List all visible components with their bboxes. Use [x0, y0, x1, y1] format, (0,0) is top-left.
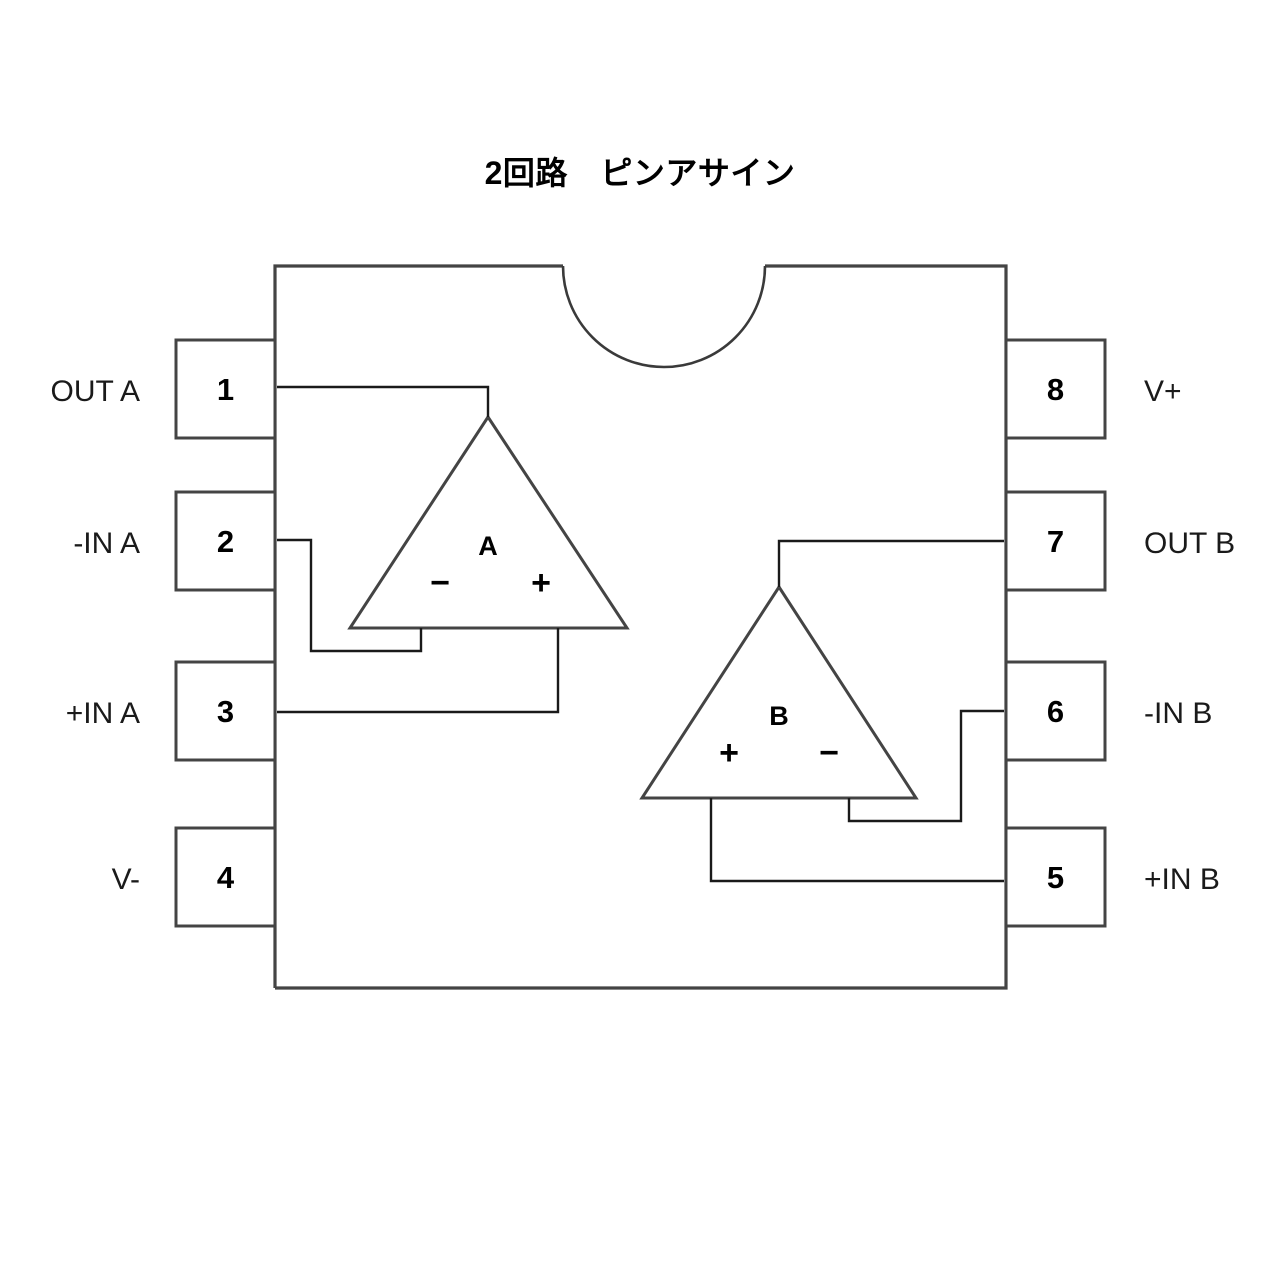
wire-pin5-to-amp-b-noninverting: [709, 798, 1004, 883]
pin-label-2: -IN A: [73, 527, 140, 560]
wire-pin1-to-amp-a-output: [277, 385, 490, 417]
pin-number-1: 1: [217, 372, 234, 407]
amplifier-a: A − +: [347, 414, 630, 630]
amplifier-b-noninverting-sign: +: [719, 734, 739, 772]
pin-number-7: 7: [1047, 524, 1064, 559]
pin-box-1[interactable]: 1: [174, 338, 277, 440]
amplifier-b: B + −: [639, 584, 919, 800]
pin-label-6: -IN B: [1144, 697, 1212, 730]
pin-number-6: 6: [1047, 694, 1064, 729]
pin-box-7[interactable]: 7: [1004, 490, 1107, 592]
pin-label-3: +IN A: [66, 697, 140, 730]
wire-pin6-to-amp-b-inverting: [847, 709, 1004, 823]
amplifier-b-inverting-sign: −: [819, 734, 839, 772]
page-title: 2回路 ピンアサイン: [484, 155, 796, 191]
pin-number-2: 2: [217, 524, 234, 559]
wire-pin7-to-amp-b-output: [777, 539, 1004, 587]
pin-box-3[interactable]: 3: [174, 660, 277, 762]
pin-box-5[interactable]: 5: [1004, 826, 1107, 928]
pin-box-8[interactable]: 8: [1004, 338, 1107, 440]
pin-number-3: 3: [217, 694, 234, 729]
pin-box-6[interactable]: 6: [1004, 660, 1107, 762]
pin-number-5: 5: [1047, 860, 1064, 895]
amplifier-a-label: A: [478, 531, 498, 561]
pin-label-5: +IN B: [1144, 863, 1220, 896]
amplifier-a-noninverting-sign: +: [531, 564, 551, 602]
pin-number-8: 8: [1047, 372, 1064, 407]
pin-box-2[interactable]: 2: [174, 490, 277, 592]
amplifier-b-triangle: [639, 584, 919, 800]
amplifier-a-triangle: [347, 414, 630, 630]
pin-label-1: OUT A: [51, 375, 140, 408]
pin-label-4: V-: [112, 863, 140, 896]
wire-pin3-to-amp-a-noninverting: [277, 628, 560, 714]
pin-label-8: V+: [1144, 375, 1182, 408]
package-notch-icon: [561, 265, 767, 369]
pin-box-4[interactable]: 4: [174, 826, 277, 928]
pin-number-4: 4: [217, 860, 235, 895]
pin-label-7: OUT B: [1144, 527, 1235, 560]
amplifier-a-inverting-sign: −: [430, 564, 450, 602]
amplifier-b-label: B: [769, 701, 789, 731]
wire-pin2-to-amp-a-inverting: [277, 538, 423, 653]
